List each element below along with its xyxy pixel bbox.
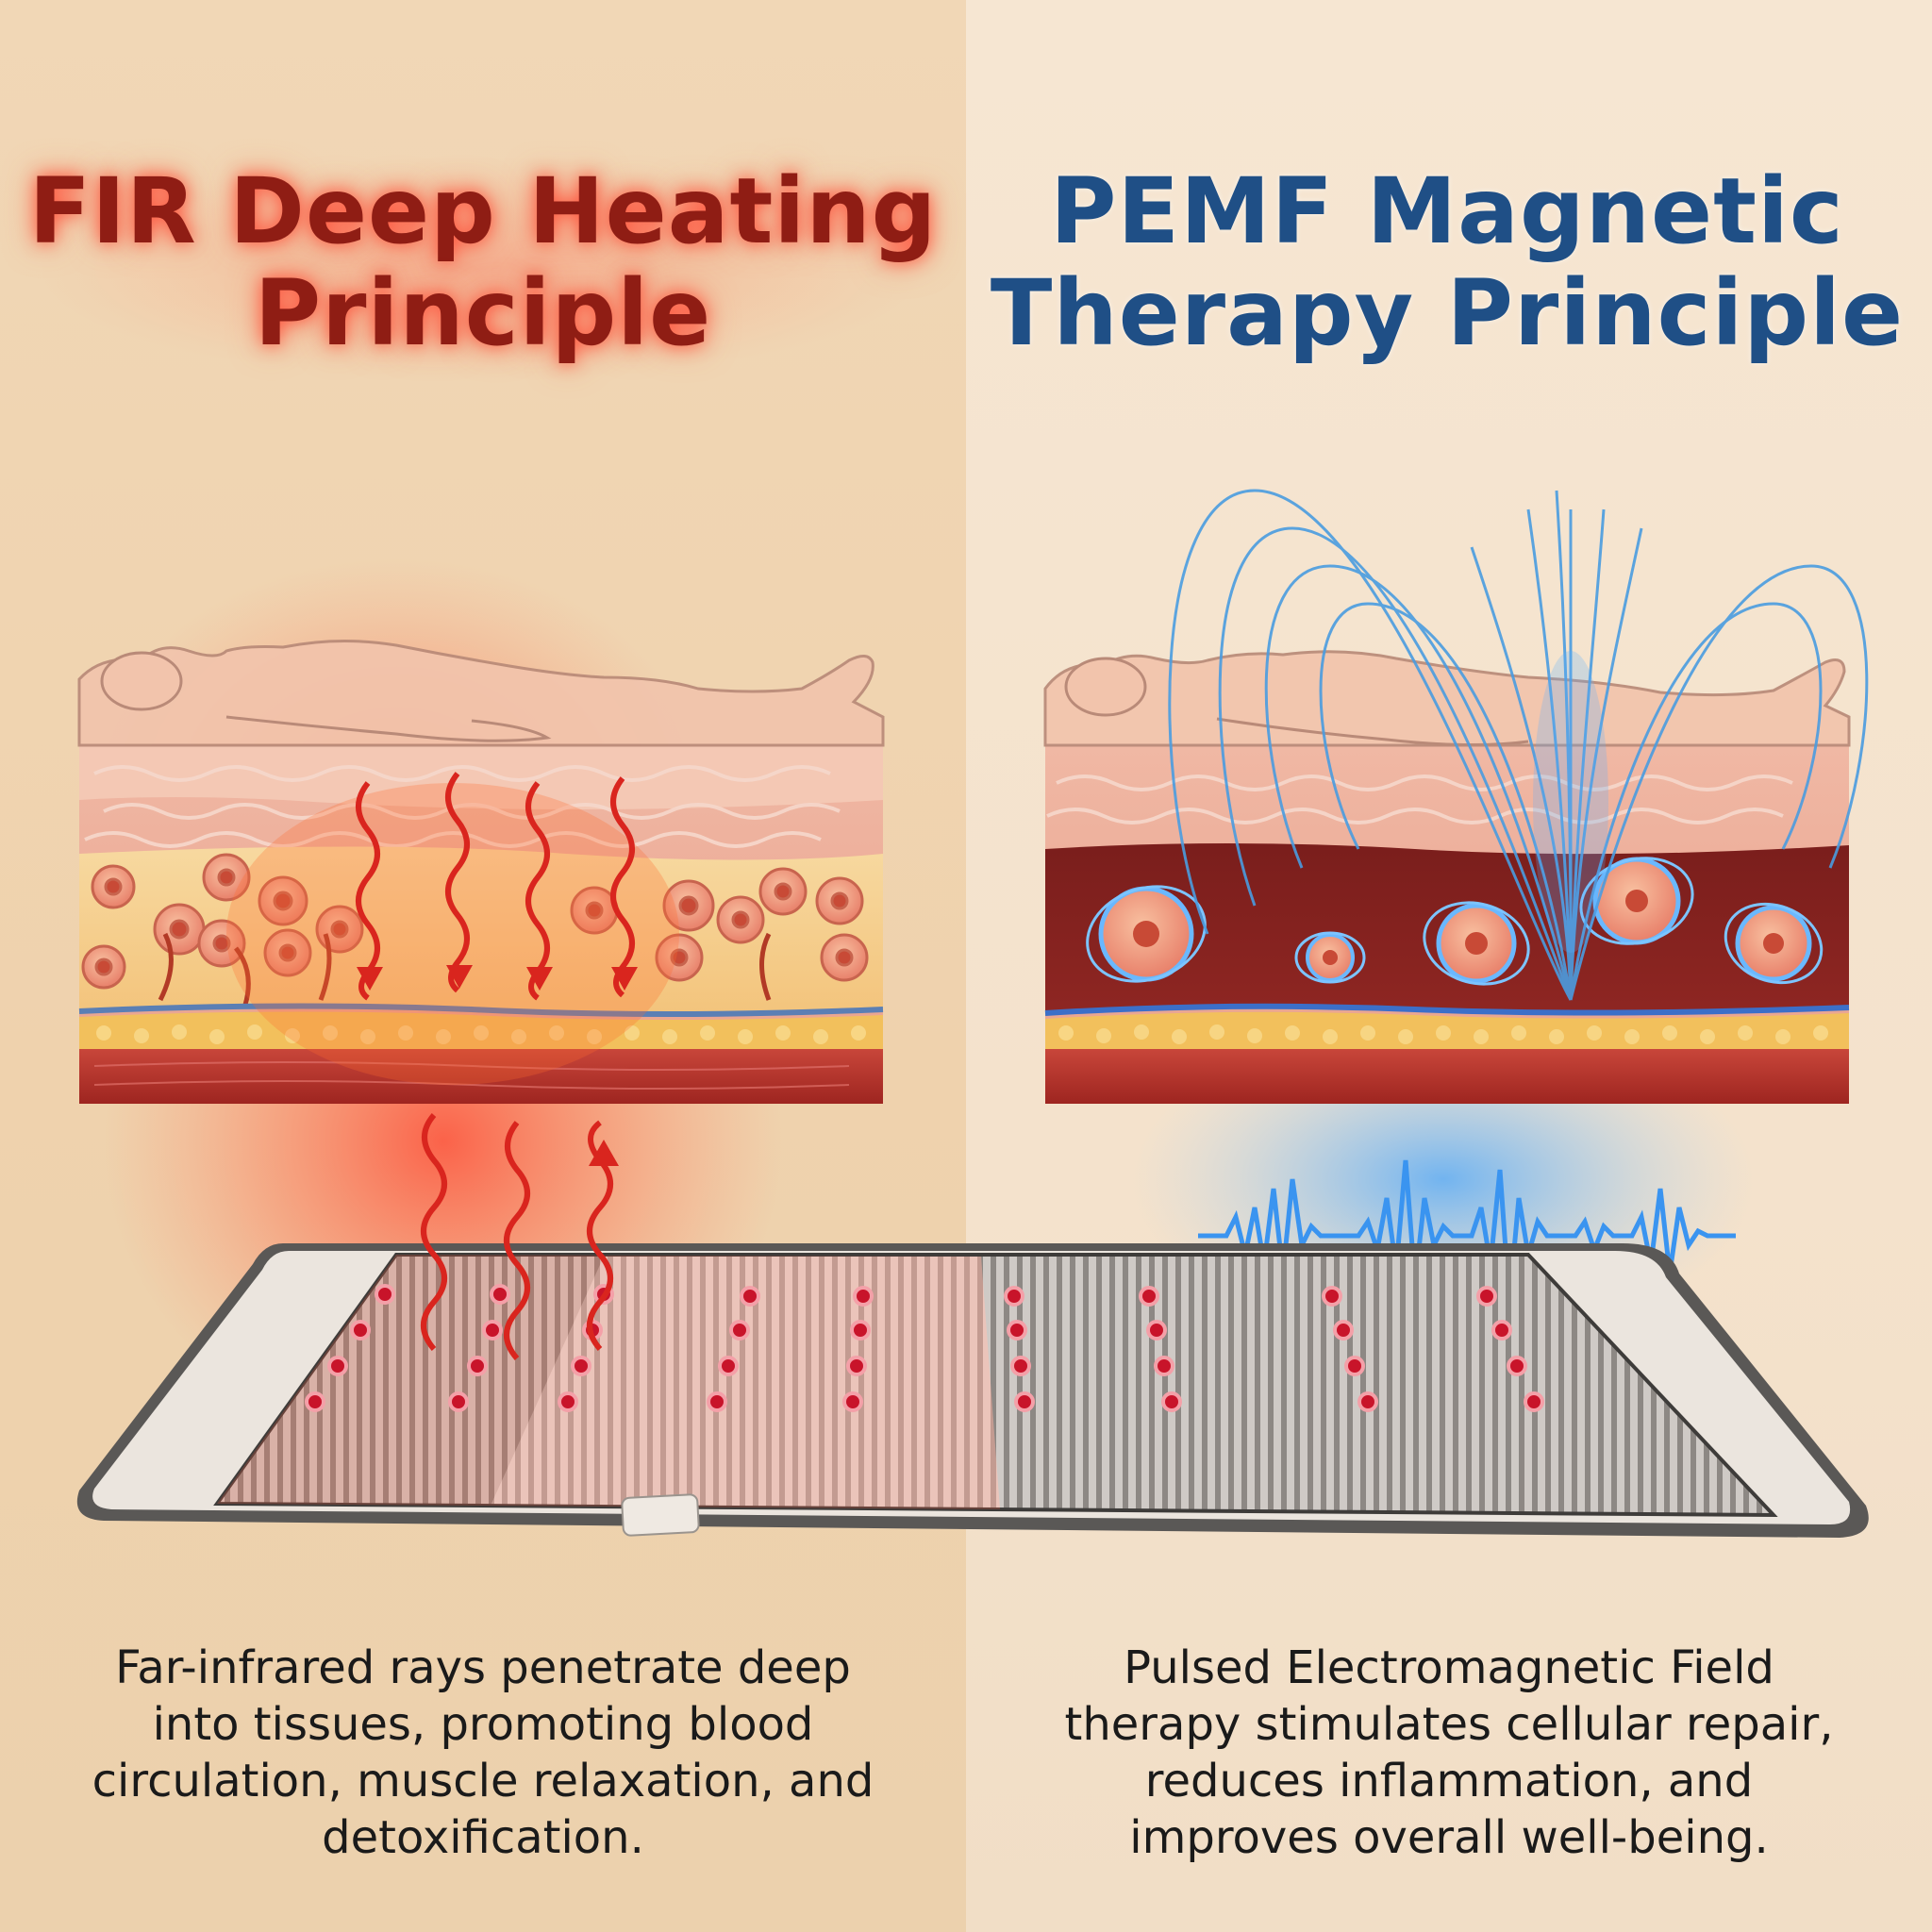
pemf-tissue-cross-section [1044,745,1850,1104]
pemf-description-line: therapy stimulates cellular repair, [1064,1698,1834,1751]
arrowhead [446,965,473,989]
arrowhead [611,967,638,991]
pemf-title: PEMF Magnetic Therapy Principle [975,160,1919,364]
title-glow [38,156,924,382]
fir-description-line: Far-infrared rays penetrate deep [115,1641,851,1694]
pemf-description: Pulsed Electromagnetic Field therapy sti… [996,1640,1902,1866]
fir-person-silhouette [77,639,885,747]
therapy-mat [76,1243,1869,1538]
field-core-glow [1533,651,1608,953]
fir-description-line: into tissues, promoting blood [152,1698,814,1751]
pemf-description-line: reduces inflammation, and [1144,1755,1754,1807]
electromagnetic-pulse-waveform [1198,1159,1736,1303]
fir-title-line-2: Principle [254,260,712,366]
arrowhead [357,967,383,991]
pemf-title-line-2: Therapy Principle [990,260,1905,366]
fir-description: Far-infrared rays penetrate deep into ti… [30,1640,936,1866]
magnetic-field-lines [1168,489,1869,1001]
fir-title-line-1: FIR Deep Heating [28,158,938,264]
fir-description-line: circulation, muscle relaxation, and [92,1755,874,1807]
pemf-description-line: improves overall well-being. [1129,1811,1769,1864]
arrowhead [589,1140,619,1166]
fir-description-line: detoxification. [322,1811,644,1864]
pemf-description-line: Pulsed Electromagnetic Field [1124,1641,1774,1694]
fir-tissue-cross-section [78,745,884,1104]
arrowhead [526,967,553,991]
fir-title: FIR Deep Heating Principle [11,160,955,364]
pemf-title-line-1: PEMF Magnetic [1050,158,1844,264]
